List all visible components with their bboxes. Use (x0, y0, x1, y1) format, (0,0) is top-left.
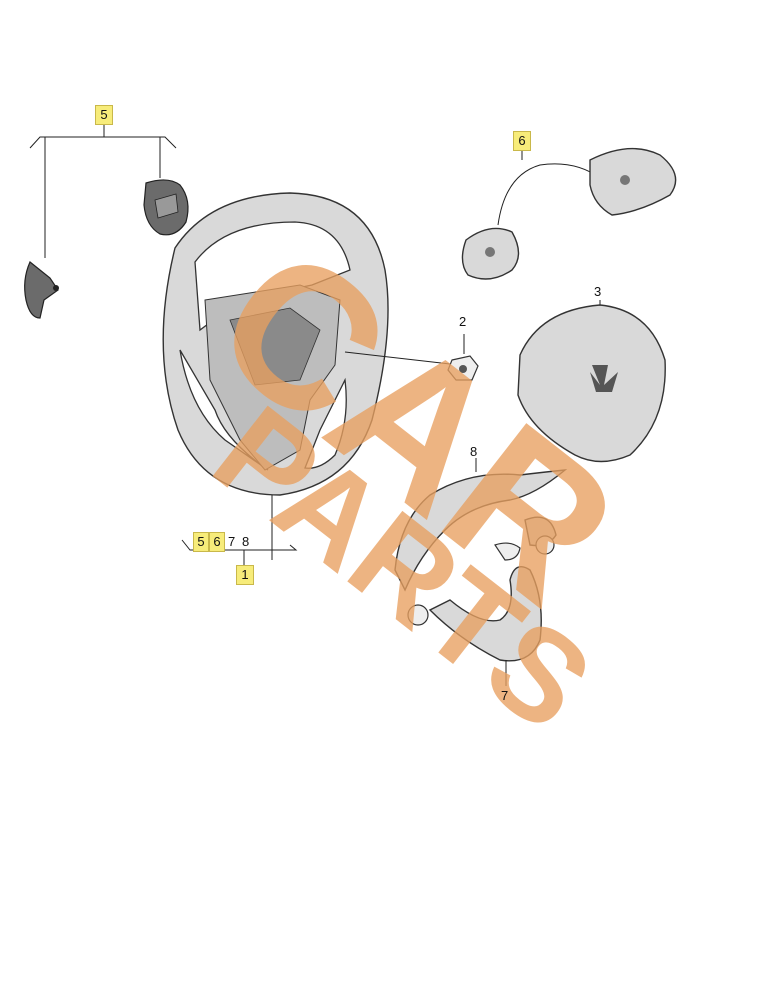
steering-wheel-part (162, 192, 389, 496)
callout-cable-switch: 6 (513, 131, 531, 151)
callout-paddle-group: 5 (95, 105, 113, 125)
cable-switch-part (461, 147, 677, 280)
airbag-part (517, 300, 666, 463)
sub-callout-6: 6 (209, 532, 225, 552)
sub-callout-7: 7 (228, 534, 236, 549)
nut-part (447, 334, 479, 381)
sub-callout-8: 8 (242, 534, 250, 549)
right-paddle-part (143, 179, 189, 236)
callout-nut: 2 (459, 314, 467, 329)
assembly-bracket (181, 495, 298, 565)
callout-trim-bottom: 7 (501, 688, 509, 703)
trim-bottom-part (407, 535, 555, 686)
callout-wheel-assembly: 1 (236, 565, 254, 585)
paddle-bracket (29, 124, 177, 258)
sub-callout-5: 5 (193, 532, 209, 552)
callout-trim-top: 8 (470, 444, 478, 459)
callout-airbag: 3 (594, 284, 602, 299)
left-paddle-part (24, 261, 59, 319)
watermark: CAR PARTS (177, 204, 656, 758)
